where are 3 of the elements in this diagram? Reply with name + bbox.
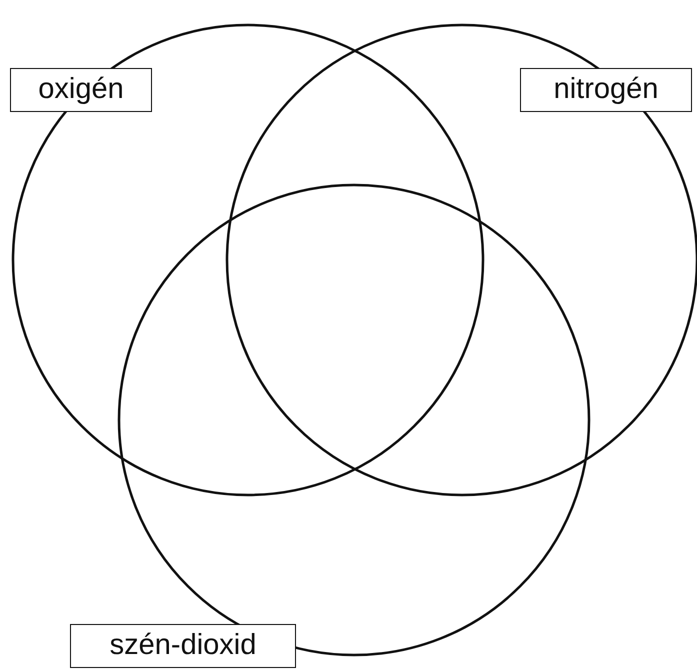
set-label: szén-dioxid bbox=[70, 624, 296, 668]
set-label: oxigén bbox=[10, 68, 152, 112]
venn-circle bbox=[12, 24, 484, 496]
